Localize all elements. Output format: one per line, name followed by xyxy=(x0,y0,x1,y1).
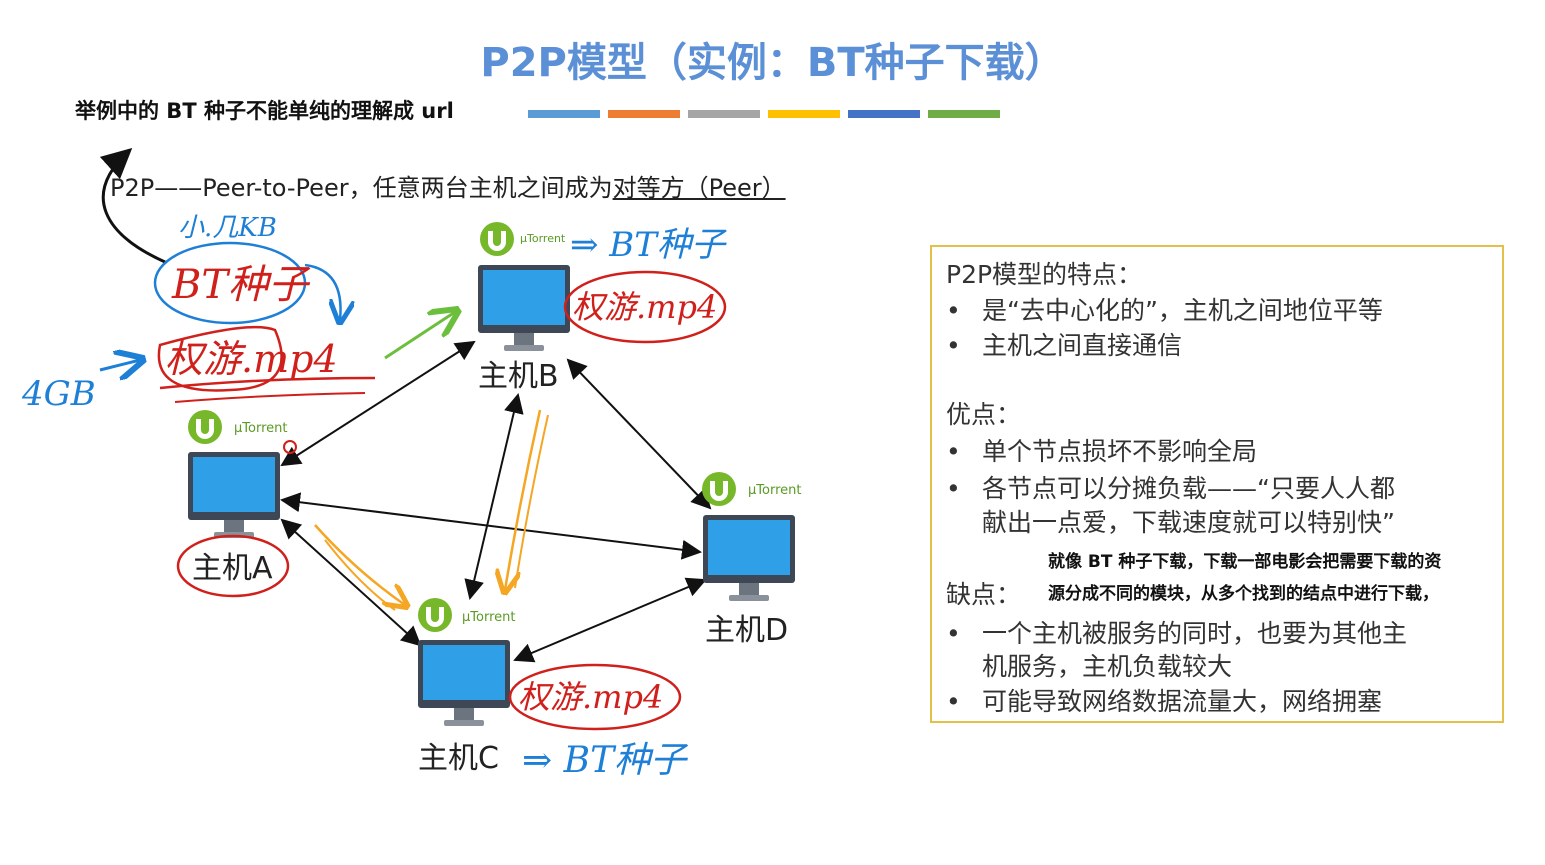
con-item-continued: 机服务，主机负载较大 xyxy=(982,652,1233,681)
utorrent-icon xyxy=(418,598,452,632)
file-circle xyxy=(157,325,283,392)
handwritten-note-line: 源分成不同的模块，从多个找到的结点中进行下载， xyxy=(1048,584,1439,604)
color-segment xyxy=(608,110,680,118)
annotation-file-c: 权游.mp4 xyxy=(518,678,663,716)
handwritten-note-top: 举例中的 BT 种子不能单纯的理解成 url xyxy=(75,99,454,123)
annotation-file: 权游.mp4 xyxy=(165,337,338,381)
feature-item: •主机之间直接通信 xyxy=(946,331,1183,360)
annotation-size-big: 4GB xyxy=(21,374,96,414)
seed-circle xyxy=(153,241,307,325)
orange-arrow-a-c-2 xyxy=(324,539,396,611)
computer-icon xyxy=(188,452,280,538)
utorrent-icon xyxy=(188,410,222,444)
host-b: µTorrent 主机B xyxy=(478,222,570,394)
host-c: µTorrent 主机C xyxy=(418,598,515,776)
orange-arrow-b-c-2 xyxy=(514,414,549,589)
annotation-seed-c: ⇒ BT种子 xyxy=(522,740,689,781)
definition-prefix: P2P——Peer-to-Peer，任意两台主机之间成为 xyxy=(110,174,613,202)
file-underline-2 xyxy=(174,392,366,403)
color-segment xyxy=(928,110,1000,118)
link-b-c xyxy=(464,393,524,600)
pro-item-continued: 献出一点爱，下载速度就可以特别快” xyxy=(982,508,1395,537)
definition-line: P2P——Peer-to-Peer，任意两台主机之间成为对等方（Peer） xyxy=(110,168,786,203)
curved-arrow-to-note xyxy=(99,147,166,264)
definition-underlined: 对等方（Peer） xyxy=(612,174,786,202)
host-a-circle xyxy=(176,534,290,598)
orange-arrow-b-c xyxy=(505,409,542,590)
host-a: µTorrent 主机A xyxy=(176,410,297,598)
color-segment xyxy=(528,110,600,118)
red-dot-mark xyxy=(283,440,297,454)
cons-heading: 缺点： xyxy=(946,580,1022,609)
blue-arrow-seed-to-file xyxy=(304,263,341,320)
orange-arrow-a-c xyxy=(314,524,405,605)
color-segment xyxy=(768,110,840,118)
features-box: P2P模型的特点： •是“去中心化的”，主机之间地位平等 •主机之间直接通信 优… xyxy=(930,245,1504,723)
computer-icon xyxy=(478,265,570,351)
computer-icon xyxy=(418,640,510,726)
host-a-label: 主机A xyxy=(192,551,273,586)
color-segment xyxy=(848,110,920,118)
file-underline xyxy=(159,376,376,390)
pro-item: •各节点可以分摊负载——“只要人人都 xyxy=(946,474,1395,503)
color-bar xyxy=(528,110,1000,118)
color-segment xyxy=(688,110,760,118)
annotation-seed: BT种子 xyxy=(171,262,311,308)
con-item: •一个主机被服务的同时，也要为其他主 xyxy=(946,619,1408,648)
file-circle-b xyxy=(563,270,727,344)
green-arrow-to-b xyxy=(384,312,455,360)
host-d: µTorrent 主机D xyxy=(702,472,801,648)
annotation-file-b: 权游.mp4 xyxy=(572,288,717,326)
feature-item: •是“去中心化的”，主机之间地位平等 xyxy=(946,296,1383,325)
link-b-d xyxy=(566,358,712,510)
annotation-seed-b: ⇒ BT种子 xyxy=(570,225,727,265)
utorrent-icon xyxy=(480,222,514,256)
link-a-c xyxy=(280,518,422,647)
handwritten-note-line: 就像 BT 种子下载，下载一部电影会把需要下载的资 xyxy=(1048,552,1442,572)
slide-title: P2P模型（实例：BT种子下载） xyxy=(480,40,1065,86)
pros-heading: 优点： xyxy=(946,400,1022,429)
pro-item: •单个节点损坏不影响全局 xyxy=(946,437,1258,466)
host-d-label: 主机D xyxy=(705,613,788,648)
annotation-size-small: 小.几KB xyxy=(178,213,277,243)
link-a-b xyxy=(280,340,476,467)
app-label: µTorrent xyxy=(748,483,801,498)
computer-icon xyxy=(703,515,795,601)
blue-arrow-size xyxy=(99,360,140,370)
app-label: µTorrent xyxy=(462,610,515,625)
link-c-d xyxy=(513,577,707,663)
host-b-label: 主机B xyxy=(478,359,559,394)
host-c-label: 主机C xyxy=(418,741,499,776)
p2p-network-diagram: µTorrent 主机A µTorrent 主机B µTorrent 主机C µ… xyxy=(21,147,801,781)
features-heading: P2P模型的特点： xyxy=(946,260,1143,289)
file-circle-c xyxy=(508,663,682,731)
con-item: •可能导致网络数据流量大，网络拥塞 xyxy=(946,687,1383,716)
utorrent-icon xyxy=(702,472,736,506)
app-label: µTorrent xyxy=(520,232,566,245)
app-label: µTorrent xyxy=(234,421,287,436)
